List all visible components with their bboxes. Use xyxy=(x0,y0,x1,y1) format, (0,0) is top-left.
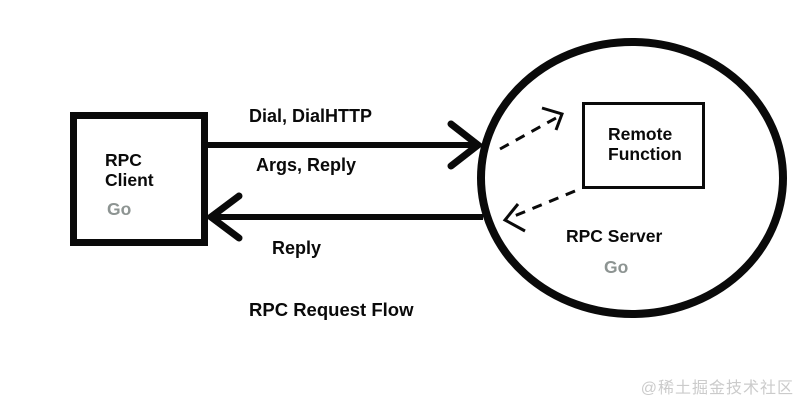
return-dashed-line xyxy=(511,189,576,219)
remote-function-label: Remote Function xyxy=(608,124,682,164)
remote-function-box xyxy=(582,102,705,189)
diagram-title: RPC Request Flow xyxy=(249,299,414,320)
request-arrowhead xyxy=(447,120,484,170)
watermark-text: @稀土掘金技术社区 xyxy=(640,380,794,397)
rpc-server-go-label: Go xyxy=(604,257,629,277)
return-dashed-arrowhead xyxy=(502,203,526,233)
request-arrow-label-bottom: Args, Reply xyxy=(256,155,357,175)
request-arrow-label-top: Dial, DialHTTP xyxy=(249,106,373,126)
dispatch-dashed-arrowhead xyxy=(541,106,564,131)
rpc-client-go-label: Go xyxy=(107,199,132,219)
reply-arrow-label: Reply xyxy=(272,238,322,258)
rpc-client-label: RPC Client xyxy=(105,150,154,190)
rpc-client-box xyxy=(70,112,208,246)
rpc-server-label: RPC Server xyxy=(566,226,663,246)
reply-arrowhead xyxy=(205,192,243,242)
